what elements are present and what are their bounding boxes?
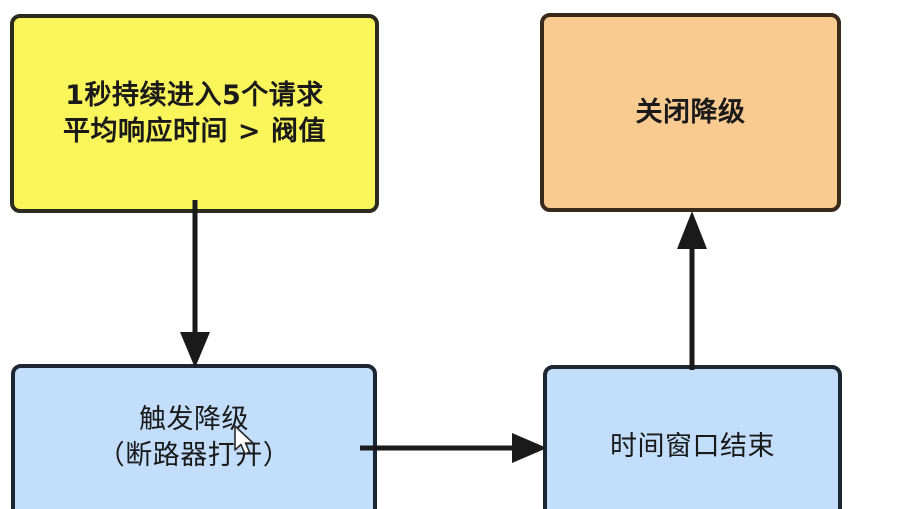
edge-trigger-degrade-to-window-end: [360, 433, 547, 463]
node-window-end[interactable]: 时间窗口结束: [543, 365, 842, 509]
node-trigger-condition-label: 1秒持续进入5个请求 平均响应时间 > 阀值: [63, 79, 326, 147]
node-close-degrade-label: 关闭降级: [635, 96, 746, 128]
edge-condition-to-trigger-degrade: [180, 200, 210, 368]
mouse-cursor-icon: [234, 425, 254, 455]
edge-window-end-to-close-degrade: [677, 211, 707, 370]
node-close-degrade[interactable]: 关闭降级: [540, 13, 841, 212]
node-window-end-label: 时间窗口结束: [610, 431, 775, 462]
node-trigger-condition[interactable]: 1秒持续进入5个请求 平均响应时间 > 阀值: [10, 14, 379, 213]
node-trigger-degrade[interactable]: 触发降级 （断路器打开）: [11, 364, 377, 509]
node-trigger-degrade-label: 触发降级 （断路器打开）: [97, 404, 291, 471]
